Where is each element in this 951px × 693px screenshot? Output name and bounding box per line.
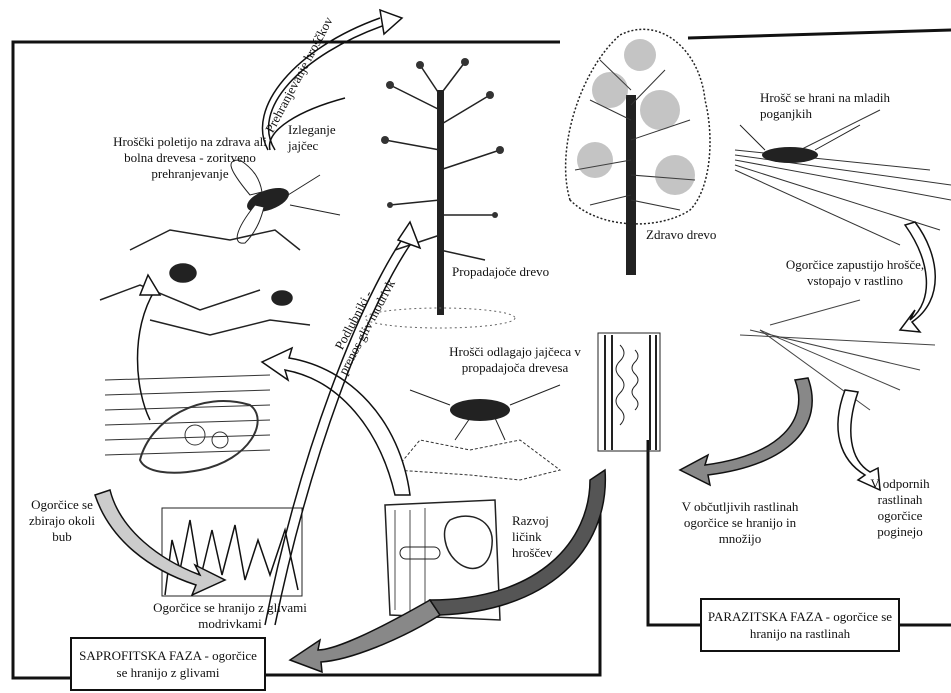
egg-hatching-label: Izleganje jajčec [288, 122, 336, 154]
larval-development-label: Razvoj ličink hroščev [512, 513, 552, 561]
nematodes-leave-label: Ogorčice zapustijo hrošče, vstopajo v ra… [770, 257, 940, 289]
wood-grain-pupa-illustration [105, 375, 270, 473]
beetle-on-shoot-illustration [735, 110, 951, 245]
beetles-lay-eggs-label: Hrošči odlagajo jajčeca v propadajoča dr… [440, 344, 590, 376]
saprophytic-phase-text: SAPROFITSKA FAZA - ogorčice se hranijo z… [79, 647, 257, 681]
healthy-tree-label: Zdravo drevo [646, 227, 716, 243]
parasitic-phase-box: PARAZITSKA FAZA - ogorčice se hranijo na… [700, 598, 900, 652]
nematodes-gather-label: Ogorčice se zbirajo okoli bub [22, 497, 102, 545]
bark-pupae-illustration [100, 230, 310, 335]
saprophytic-phase-box: SAPROFITSKA FAZA - ogorčice se hranijo z… [70, 637, 266, 691]
susceptible-plants-label: V občutljivih rastlinah ogorčice se hran… [665, 499, 815, 547]
wood-tissue-illustration [598, 333, 660, 451]
resistant-plants-label: V odpornih rastlinah ogorčice poginejo [860, 476, 940, 540]
nematodes-feed-fungi-label: Ogorčice se hranijo z glivami modrivkami [140, 600, 320, 632]
egg-laying-beetle-illustration [395, 385, 560, 480]
beetles-fly-label: Hroščki poletijo na zdrava ali bolna dre… [100, 134, 280, 182]
dying-tree-label: Propadajoče drevo [452, 264, 549, 280]
parasitic-phase-text: PARAZITSKA FAZA - ogorčice se hranijo na… [708, 608, 892, 642]
shoot-illustration [740, 300, 935, 410]
beetle-feeds-label: Hrošč se hrani na mladih poganjkih [760, 90, 890, 122]
